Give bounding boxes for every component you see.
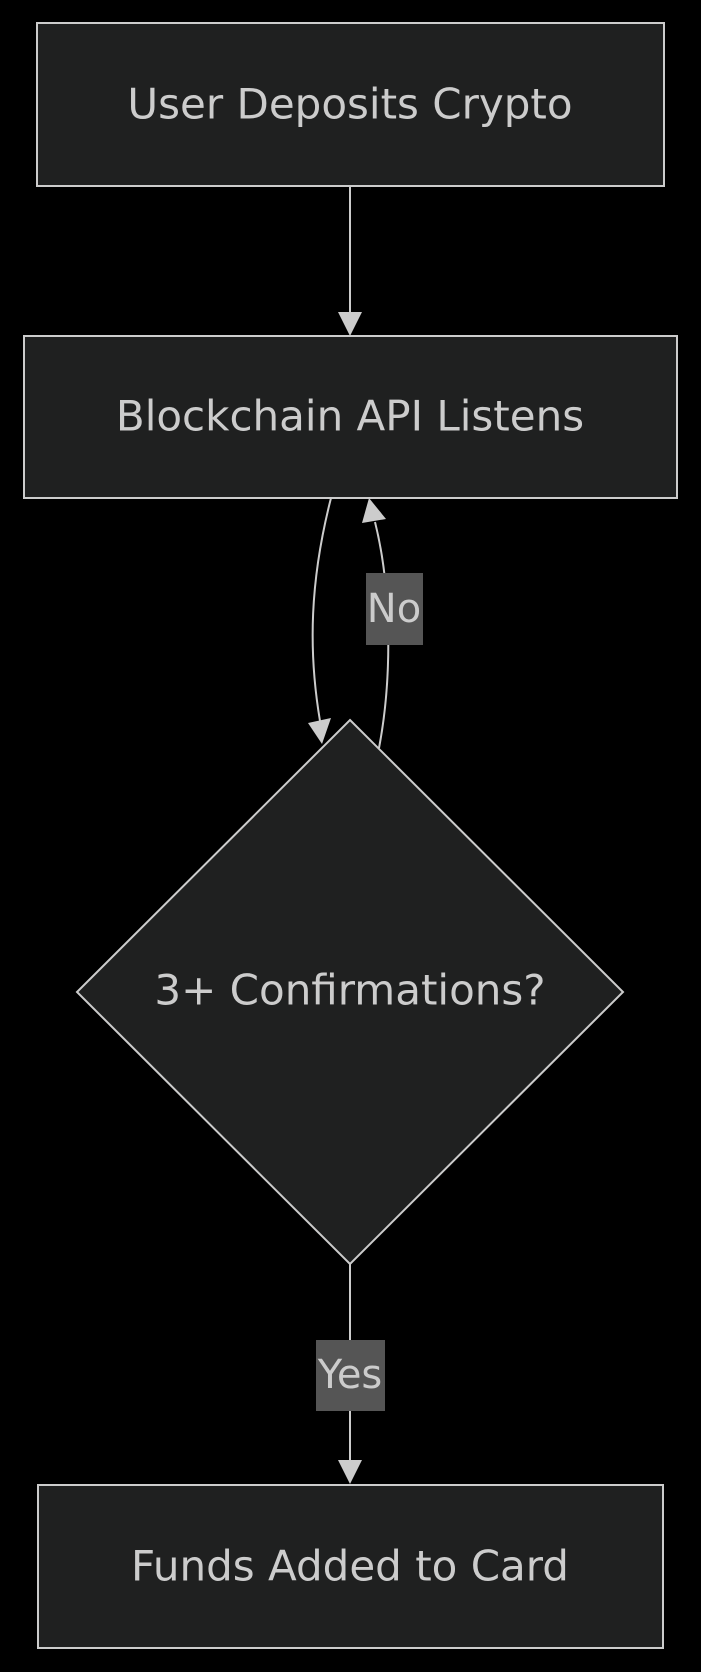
edge-label-yes: Yes xyxy=(316,1340,385,1411)
edge-label-no-text: No xyxy=(367,586,421,632)
node-decision-diamond xyxy=(75,718,625,1266)
node-user-deposits-crypto: User Deposits Crypto xyxy=(36,22,665,187)
arrowhead-listen-loop-icon xyxy=(362,498,386,523)
edge-listen-to-decision xyxy=(311,497,332,722)
node-confirmations-decision: 3+ Confirmations? xyxy=(75,718,625,1266)
node-deposit-box xyxy=(36,22,665,187)
node-funds-added-to-card: Funds Added to Card xyxy=(37,1484,664,1649)
node-listen-box xyxy=(23,335,678,499)
node-deposit-label: User Deposits Crypto xyxy=(127,80,572,129)
arrowhead-decision-icon xyxy=(308,718,331,744)
node-blockchain-api-listens: Blockchain API Listens xyxy=(23,335,678,499)
node-funds-label: Funds Added to Card xyxy=(131,1542,569,1591)
node-funds-box xyxy=(37,1484,664,1649)
node-decision-label: 3+ Confirmations? xyxy=(154,966,545,1015)
node-listen-label: Blockchain API Listens xyxy=(116,392,584,441)
edge-label-yes-text: Yes xyxy=(317,1352,383,1398)
edge-label-no: No xyxy=(366,573,423,645)
arrowhead-listen-icon xyxy=(338,312,362,336)
arrowhead-funds-icon xyxy=(338,1460,362,1484)
edge-label-no-bg xyxy=(366,573,423,645)
edge-label-yes-bg xyxy=(316,1340,385,1411)
